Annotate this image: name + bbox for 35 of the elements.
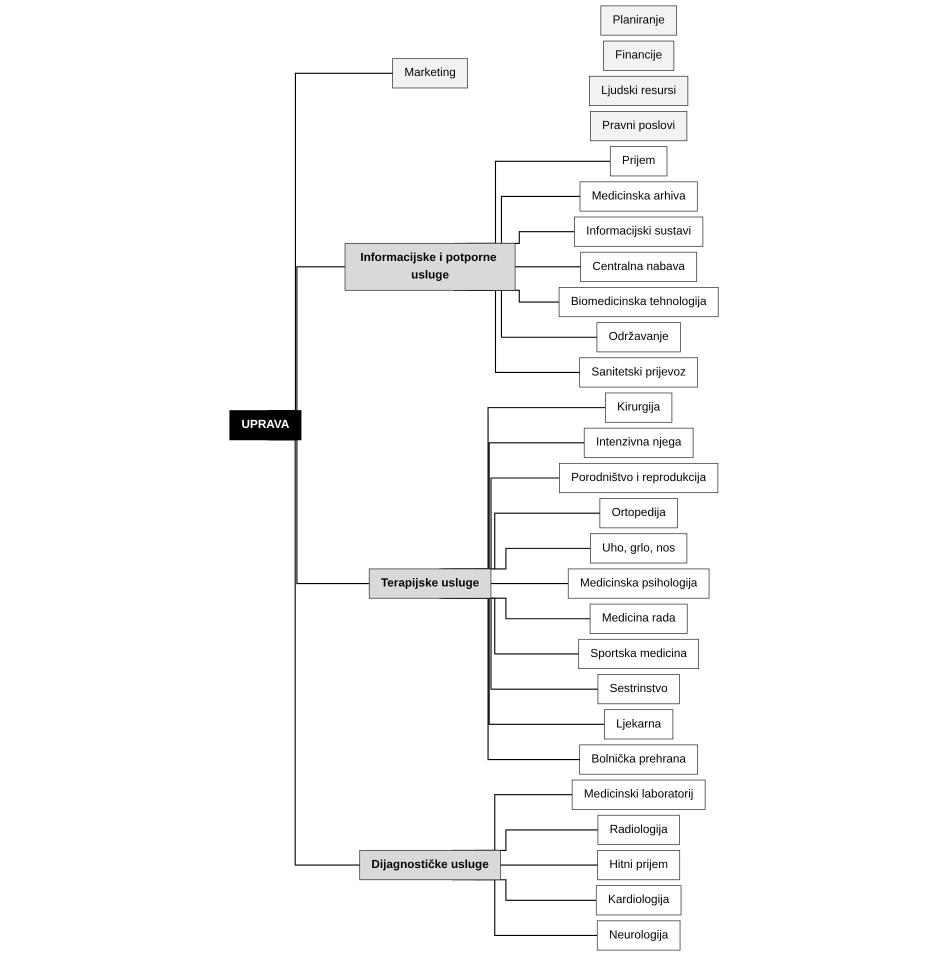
- node-box: Ortopedija: [600, 498, 678, 528]
- node-box: Medicina rada: [590, 604, 688, 634]
- node-box: Marketing: [392, 58, 468, 88]
- node-box: UPRAVA: [229, 410, 302, 440]
- node-box: Hitni prijem: [597, 850, 680, 880]
- node-box: Informacijski sustavi: [574, 216, 704, 247]
- node-box: Kirurgija: [605, 392, 672, 423]
- node-box: Bolnička prehrana: [579, 744, 698, 775]
- node-box: Medicinski laboratorij: [572, 780, 706, 810]
- node-box: Radiologija: [598, 814, 680, 845]
- node-box: Neurologija: [596, 920, 680, 950]
- node-box: Ljudski resursi: [589, 76, 688, 106]
- node-box: Ljekarna: [604, 709, 674, 740]
- node-box: Uho, grlo, nos: [590, 533, 688, 564]
- node-box: Sportska medicina: [578, 638, 699, 669]
- node-box: Terapijske usluge: [368, 568, 492, 599]
- node-box: Biomedicinska tehnologija: [558, 287, 719, 318]
- node-box: Intenzivna njega: [584, 428, 694, 458]
- connector: [515, 266, 581, 268]
- node-box: Sanitetski prijevoz: [579, 357, 698, 388]
- node-box: Sestrinstvo: [598, 674, 680, 704]
- node-box: Porodništvo i reprodukcija: [559, 462, 718, 494]
- node-box: Planiranje: [600, 6, 677, 36]
- node-box: Prijem: [610, 146, 668, 176]
- node-box: Financije: [603, 40, 674, 71]
- node-box: Dijagnostičke usluge: [359, 850, 501, 880]
- node-box: Kardiologija: [596, 885, 682, 916]
- connector: [500, 864, 598, 866]
- node-box: Medicinska arhiva: [580, 181, 698, 212]
- node-box: Informacijske i potporne usluge: [344, 243, 516, 291]
- node-box: Centralna nabava: [580, 252, 698, 282]
- connector: [490, 583, 568, 584]
- node-box: Medicinska psihologija: [568, 568, 710, 599]
- node-box: Pravni poslovi: [590, 111, 688, 142]
- node-box: Održavanje: [596, 322, 681, 352]
